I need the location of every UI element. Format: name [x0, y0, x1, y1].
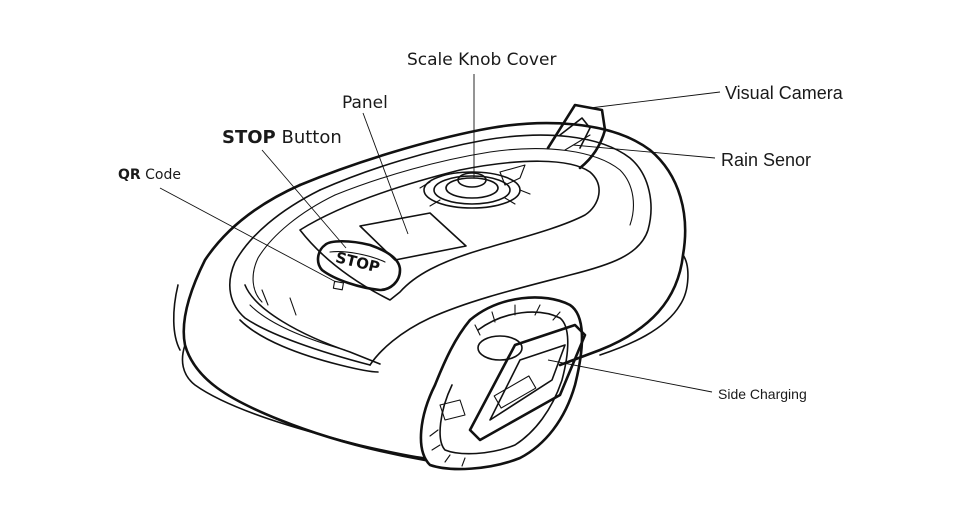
label-stop-button: STOP Button [222, 129, 342, 147]
camera-tower [546, 103, 607, 170]
label-side-charging: Side Charging [718, 386, 807, 402]
mower-body [172, 121, 689, 462]
leader-camera [589, 91, 721, 109]
rear-wheel [419, 296, 587, 471]
leader-lines [159, 74, 721, 393]
label-rain-sensor: Rain Senor [721, 150, 812, 170]
scale-knob [419, 164, 531, 209]
leader-rain [572, 144, 716, 159]
label-visual-camera: Visual Camera [725, 83, 843, 103]
label-stop-rest: Button [275, 127, 342, 148]
label-scale-knob-cover: Scale Knob Cover [407, 50, 557, 70]
label-qr-rest: Code [140, 167, 181, 183]
leader-panel [362, 112, 409, 235]
leader-stop [261, 149, 347, 249]
label-panel: Panel [342, 93, 388, 113]
label-qr-bold: QR [118, 167, 141, 183]
leader-charging [547, 359, 713, 393]
label-qr-code: QR Code [118, 168, 181, 182]
leader-qr [159, 187, 337, 283]
stop-key-text: STOP [334, 248, 382, 276]
label-stop-bold: STOP [222, 127, 276, 148]
display-panel [359, 212, 467, 261]
